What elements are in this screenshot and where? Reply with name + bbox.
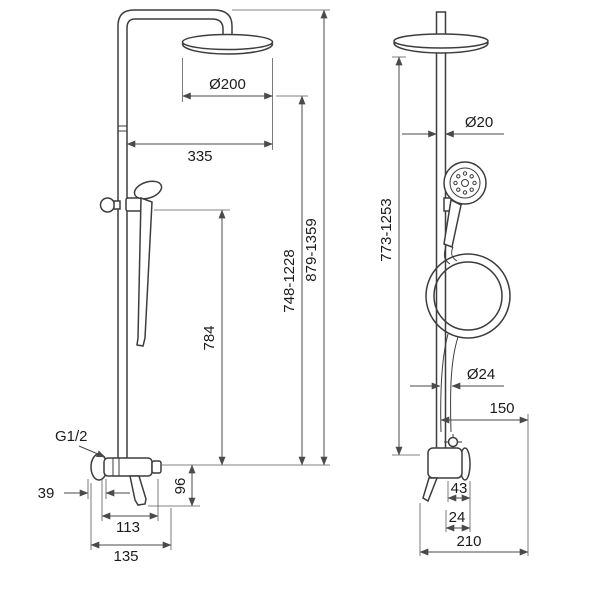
front-column-outline — [117, 9, 233, 461]
dim-hand-shower-height: 784 — [154, 209, 230, 466]
callout-connection-thread: G1/2 — [55, 428, 106, 458]
front-rain-head — [181, 33, 274, 55]
dim-label-side-height-range: 773-1253 — [378, 198, 395, 261]
dim-pipe-diameter: Ø20 — [402, 114, 504, 138]
dim-label-shower-height-range: 748-1228 — [281, 249, 298, 312]
dim-overall-depth: 210 — [419, 503, 529, 556]
dim-label-wall-to-pipe: 150 — [489, 400, 514, 417]
dim-head-offset: 335 — [126, 140, 273, 165]
dim-label-valve-offset: 24 — [449, 509, 466, 526]
side-mixer-valve — [422, 434, 471, 503]
dim-wall-to-pipe: 150 — [440, 400, 529, 556]
dim-label-pipe-diameter: Ø20 — [465, 114, 493, 131]
dim-label-body-width: 113 — [116, 519, 140, 536]
dim-handle-drop: 96 — [148, 464, 200, 507]
front-view: Ø200 335 748-1228 879-1359 784 G1/2 — [38, 9, 330, 565]
side-view: Ø20 773-1253 Ø24 150 43 — [378, 11, 529, 556]
side-rain-head — [393, 33, 489, 54]
dim-label-valve-depth: 43 — [451, 480, 468, 497]
dim-label-total-height-range: 879-1359 — [303, 218, 320, 281]
dim-overall-width: 135 — [90, 483, 172, 565]
dim-body-width: 113 — [101, 479, 159, 536]
side-hand-shower — [443, 161, 487, 249]
dim-label-overall-depth: 210 — [456, 533, 481, 550]
dim-label-overall-width: 135 — [113, 548, 138, 565]
dim-head-diameter: Ø200 — [182, 58, 273, 150]
dim-label-wall-distance: 39 — [38, 485, 55, 502]
dim-label-handle-drop: 96 — [172, 478, 189, 495]
front-mixer-valve — [90, 453, 162, 506]
dim-hose-diameter: Ø24 — [410, 366, 504, 390]
dim-label-head-offset: 335 — [187, 148, 212, 165]
front-hand-shower — [99, 180, 163, 347]
dim-label-hand-shower-height: 784 — [201, 325, 218, 350]
dim-valve-offset: 24 — [445, 509, 471, 532]
dim-label-hose-diameter: Ø24 — [467, 366, 495, 383]
dim-side-height-range: 773-1253 — [378, 56, 420, 456]
dim-label-connection-thread: G1/2 — [55, 428, 88, 445]
dim-valve-depth: 43 — [447, 480, 471, 532]
dim-total-height-range: 879-1359 — [303, 9, 328, 466]
dim-wall-distance: 39 — [38, 479, 130, 502]
dim-label-head-diameter: Ø200 — [209, 76, 246, 93]
